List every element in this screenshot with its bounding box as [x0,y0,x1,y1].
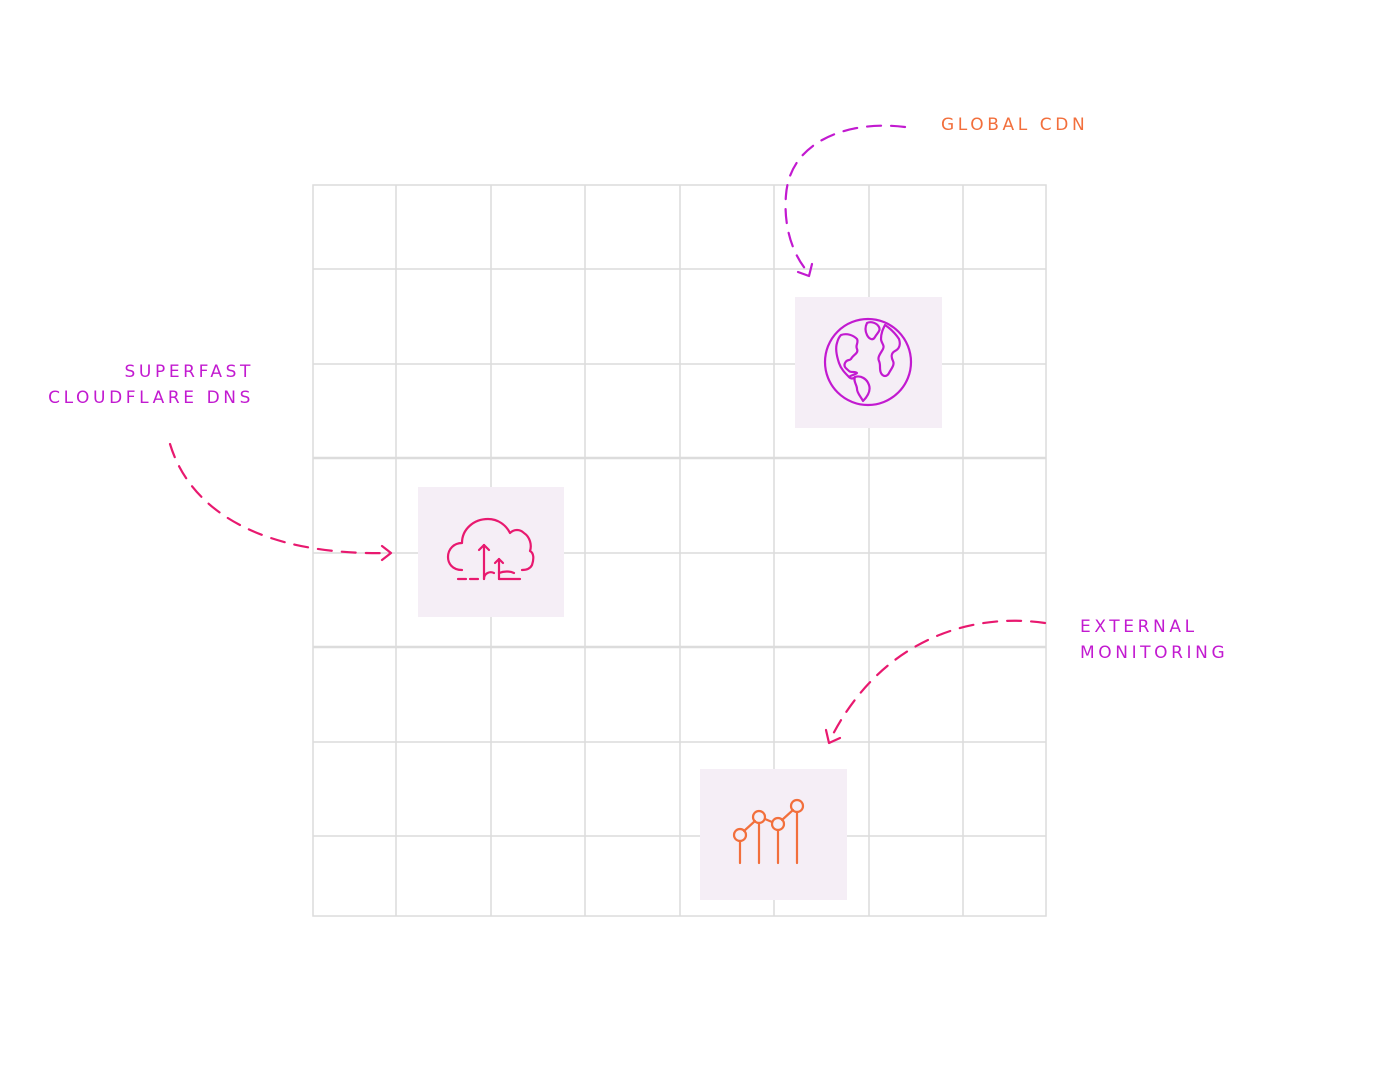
arrow-monitoring [828,619,1047,742]
global-cdn-label: GLOBAL CDN [941,112,1088,138]
cloudflare-dns-label: SUPERFAST CLOUDFLARE DNS [48,359,254,411]
arrow-global-cdn [784,124,907,274]
line-chart-icon [732,798,805,865]
monitoring-label-line1: EXTERNAL [1080,617,1198,637]
dns-label-line2: CLOUDFLARE DNS [48,388,254,408]
external-monitoring-label: EXTERNAL MONITORING [1080,614,1228,666]
global-cdn-tile [795,297,942,428]
global-cdn-text: GLOBAL CDN [941,115,1089,135]
cloud-upload-icon [446,517,535,581]
dns-label-line1: SUPERFAST [124,362,254,382]
arrow-dns [168,442,392,555]
external-monitoring-tile [700,769,847,900]
cloudflare-dns-tile [418,487,564,617]
arrow-dns-head [380,544,393,562]
arrow-global-cdn-head [796,262,814,278]
globe-icon [823,317,913,407]
monitoring-label-line2: MONITORING [1080,643,1229,663]
arrow-monitoring-head [824,728,842,745]
